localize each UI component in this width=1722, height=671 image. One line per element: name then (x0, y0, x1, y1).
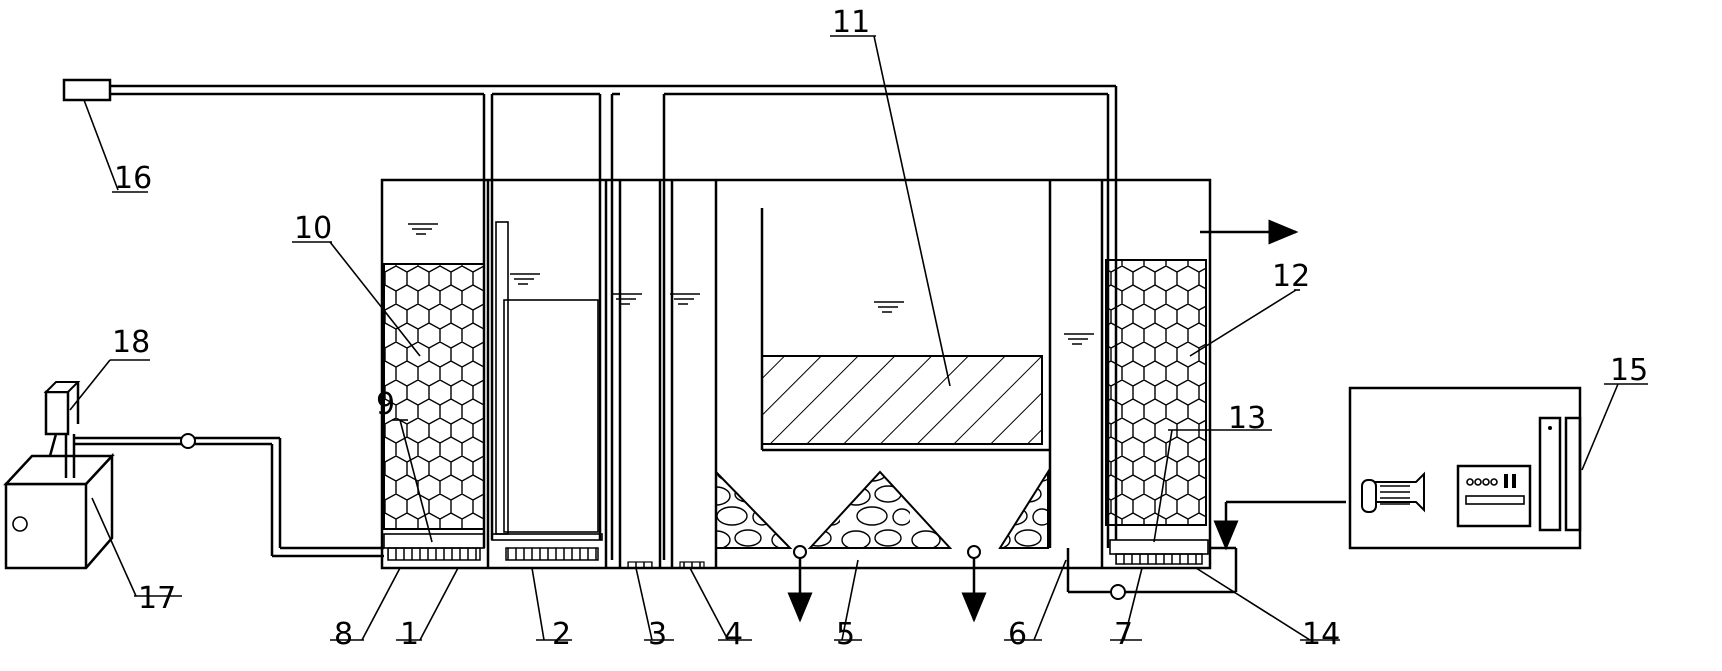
label-2: 2 (552, 617, 571, 652)
return-line (1066, 500, 1346, 600)
label-12: 12 (1272, 259, 1310, 294)
label-16: 16 (114, 161, 152, 196)
main-tank (380, 178, 1212, 570)
label-1: 1 (400, 617, 419, 652)
label-4: 4 (724, 617, 743, 652)
label-5: 5 (836, 617, 855, 652)
label-15: 15 (1610, 353, 1648, 388)
left-media-column (383, 263, 485, 561)
label-9: 9 (376, 387, 395, 422)
water-level-marks (408, 223, 1094, 345)
control-panel (1348, 386, 1582, 550)
feed-tank (3, 381, 384, 570)
label-3: 3 (648, 617, 667, 652)
label-13: 13 (1228, 401, 1266, 436)
label-18: 18 (112, 325, 150, 360)
label-6: 6 (1008, 617, 1027, 652)
label-10: 10 (294, 211, 332, 246)
label-14: 14 (1302, 617, 1340, 652)
leader-lines (69, 35, 1648, 641)
label-17: 17 (138, 581, 176, 616)
air-pipes (62, 78, 1118, 560)
label-8: 8 (334, 617, 353, 652)
label-11: 11 (832, 5, 870, 40)
label-7: 7 (1114, 617, 1133, 652)
settling-zone (715, 208, 1050, 623)
right-media-column (1105, 219, 1299, 565)
second-compartment (491, 221, 705, 569)
